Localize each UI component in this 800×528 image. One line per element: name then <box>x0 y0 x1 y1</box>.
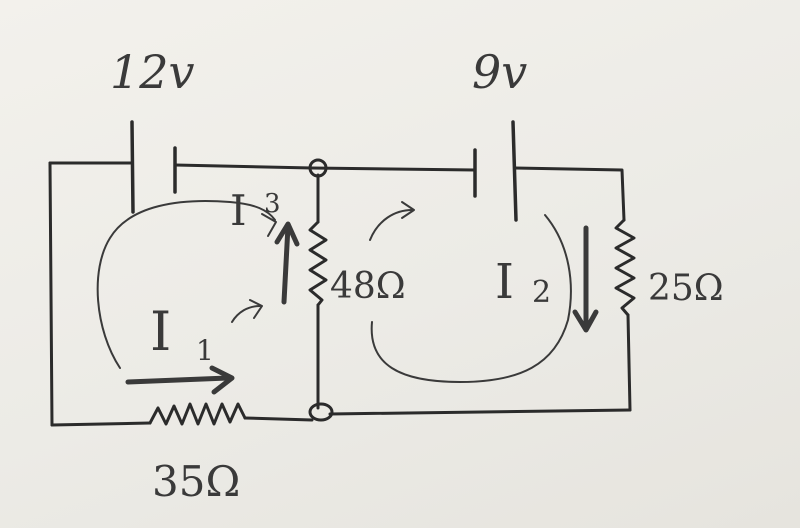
wire-bottom-left <box>50 421 152 427</box>
battery-left-label: 12v <box>110 45 195 99</box>
wire-top-middle <box>173 163 477 172</box>
curved-arrow-loop2-head <box>401 201 415 219</box>
resistor-middle-label: 48Ω <box>330 266 406 307</box>
loop-arrow-right <box>370 214 572 383</box>
resistor-right <box>614 218 636 317</box>
curved-arrow-i1 <box>231 305 261 323</box>
arrow-i3-up-icon <box>274 221 300 305</box>
current-label-i3: I 3 <box>230 186 281 235</box>
junction-bottom <box>308 402 334 422</box>
arrow-bottom-right-icon <box>125 365 235 395</box>
wire-bottom-middle <box>243 416 314 422</box>
svg-text:1: 1 <box>196 334 214 367</box>
resistor-bottom-label: 35Ω <box>152 457 240 506</box>
curved-arrow-loop2 <box>369 209 413 241</box>
arrow-i2-down-icon <box>572 225 599 333</box>
loop-arrow-left <box>96 199 276 369</box>
loop-arrow-left-head <box>261 213 277 237</box>
svg-text:I: I <box>150 300 171 363</box>
battery-right-label: 9v <box>472 45 527 99</box>
wire-left-side <box>48 161 54 427</box>
resistor-right-label: 25Ω <box>648 268 724 309</box>
svg-text:3: 3 <box>264 189 281 219</box>
battery-right <box>473 120 518 222</box>
curved-arrow-i1-head <box>249 299 263 319</box>
svg-text:I: I <box>230 186 247 235</box>
resistor-middle <box>308 220 328 307</box>
battery-left <box>130 120 177 214</box>
wire-bottom-right <box>328 408 632 416</box>
junction-top <box>308 158 328 178</box>
current-label-i1: I 1 <box>150 300 214 367</box>
svg-text:2: 2 <box>532 275 551 310</box>
resistor-bottom <box>148 402 247 426</box>
wire-top-right <box>513 166 626 222</box>
current-label-i2: I 2 <box>495 254 551 310</box>
svg-text:I: I <box>495 254 514 310</box>
wire-right-side <box>626 313 632 412</box>
circuit-wires <box>48 161 632 427</box>
